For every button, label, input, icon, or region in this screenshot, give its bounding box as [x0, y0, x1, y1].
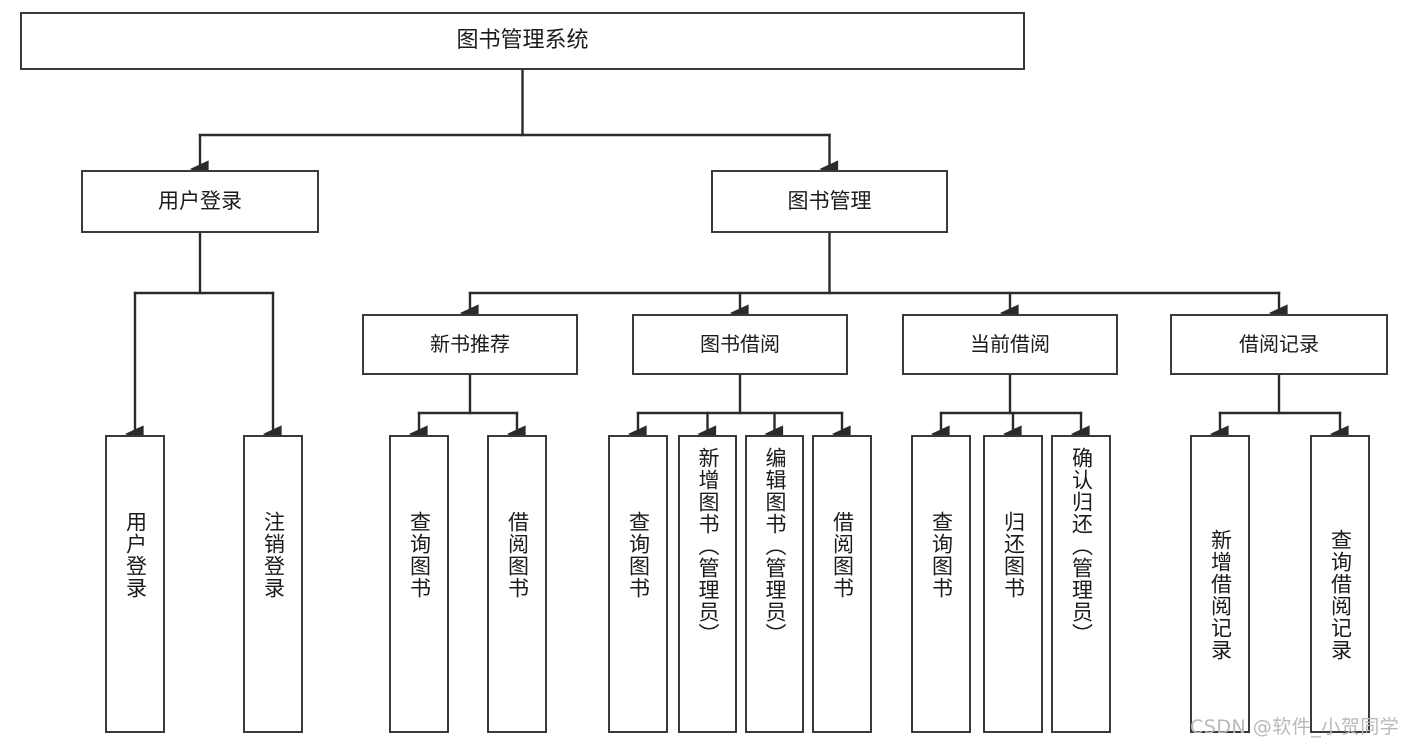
node-l-q1[interactable]: 查询图书 — [389, 435, 449, 733]
node-records[interactable]: 借阅记录 — [1170, 314, 1388, 375]
node-label-login: 用户登录 — [158, 188, 242, 213]
node-label-l-login: 用户登录 — [123, 511, 148, 599]
node-label-bookmgmt: 图书管理 — [787, 188, 872, 213]
node-label-l-confirm: 确认归还（管理员） — [1069, 447, 1094, 645]
node-l-add[interactable]: 新增图书（管理员） — [678, 435, 737, 733]
node-label-l-qrec: 查询借阅记录 — [1328, 529, 1353, 661]
node-label-l-q1: 查询图书 — [407, 511, 432, 599]
node-bookmgmt[interactable]: 图书管理 — [711, 170, 948, 233]
node-login[interactable]: 用户登录 — [81, 170, 319, 233]
node-label-borrow: 图书借阅 — [700, 332, 780, 357]
node-label-l-logout: 注销登录 — [261, 511, 286, 599]
node-newbook[interactable]: 新书推荐 — [362, 314, 578, 375]
node-label-l-b2: 借阅图书 — [830, 511, 855, 599]
node-current[interactable]: 当前借阅 — [902, 314, 1118, 375]
node-label-l-q2: 查询图书 — [626, 511, 651, 599]
node-root[interactable]: 图书管理系统 — [20, 12, 1025, 70]
node-label-root: 图书管理系统 — [456, 27, 589, 53]
node-label-l-return: 归还图书 — [1001, 511, 1026, 599]
node-label-l-addrec: 新增借阅记录 — [1208, 529, 1233, 661]
node-l-qrec[interactable]: 查询借阅记录 — [1310, 435, 1370, 733]
node-label-records: 借阅记录 — [1239, 332, 1319, 357]
node-l-login[interactable]: 用户登录 — [105, 435, 165, 733]
node-l-addrec[interactable]: 新增借阅记录 — [1190, 435, 1250, 733]
node-label-l-b1: 借阅图书 — [505, 511, 530, 599]
node-label-current: 当前借阅 — [970, 332, 1050, 357]
connector-edges — [124, 68, 1349, 443]
node-l-logout[interactable]: 注销登录 — [243, 435, 303, 733]
node-l-b2[interactable]: 借阅图书 — [812, 435, 872, 733]
node-label-l-edit: 编辑图书（管理员） — [763, 447, 787, 645]
node-l-confirm[interactable]: 确认归还（管理员） — [1051, 435, 1111, 733]
node-borrow[interactable]: 图书借阅 — [632, 314, 848, 375]
csdn-watermark: CSDN @软件_小贺同学 — [1190, 716, 1400, 738]
node-l-edit[interactable]: 编辑图书（管理员） — [745, 435, 804, 733]
node-label-l-q3: 查询图书 — [929, 511, 954, 599]
node-l-b1[interactable]: 借阅图书 — [487, 435, 547, 733]
node-l-q3[interactable]: 查询图书 — [911, 435, 971, 733]
node-l-q2[interactable]: 查询图书 — [608, 435, 668, 733]
node-l-return[interactable]: 归还图书 — [983, 435, 1043, 733]
node-label-newbook: 新书推荐 — [430, 332, 510, 357]
node-label-l-add: 新增图书（管理员） — [696, 447, 720, 645]
